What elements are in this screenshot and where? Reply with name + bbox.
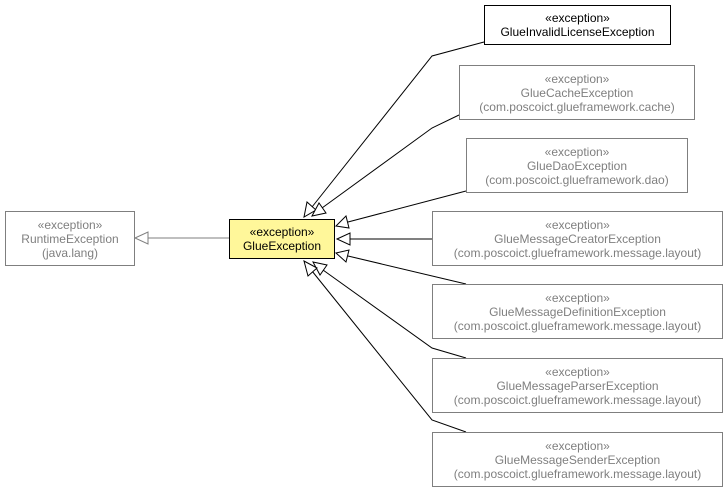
stereotype-label: «exception»	[545, 438, 610, 453]
node-glueexception[interactable]: «exception» GlueException	[229, 219, 335, 259]
stereotype-label: «exception»	[37, 217, 103, 232]
package-name: (com.poscoict.glueframework.message.layo…	[453, 392, 702, 407]
node-gluemessagedefinitionexception[interactable]: «exception» GlueMessageDefinitionExcepti…	[432, 284, 723, 339]
stereotype-label: «exception»	[545, 364, 610, 379]
edge-cache-glueexception	[311, 114, 460, 217]
package-name: (java.lang)	[41, 245, 99, 260]
edge-dao-glueexception	[334, 190, 467, 229]
node-glueinvalidlicenseexception[interactable]: «exception» GlueInvalidLicenseException	[484, 5, 671, 45]
edge-sender-glueexception	[303, 260, 467, 433]
stereotype-label: «exception»	[544, 144, 610, 159]
edge-invalidlicense-glueexception	[303, 41, 485, 218]
node-gluemessageparserexception[interactable]: «exception» GlueMessageParserException (…	[432, 358, 723, 413]
class-name: GlueMessageSenderException	[494, 452, 661, 467]
node-gluedaoexception[interactable]: «exception» GlueDaoException (com.poscoi…	[466, 138, 688, 193]
class-name: GlueMessageParserException	[496, 378, 659, 393]
package-name: (com.poscoict.glueframework.message.layo…	[453, 466, 702, 481]
package-name: (com.poscoict.glueframework.cache)	[479, 99, 675, 114]
stereotype-label: «exception»	[545, 290, 610, 305]
package-name: (com.poscoict.glueframework.dao)	[485, 172, 669, 187]
class-name: GlueInvalidLicenseException	[500, 25, 655, 39]
package-name: (com.poscoict.glueframework.message.layo…	[453, 245, 702, 260]
node-runtimeexception[interactable]: «exception» RuntimeException (java.lang)	[5, 211, 135, 266]
stereotype-label: «exception»	[249, 225, 315, 239]
node-gluemessagecreatorexception[interactable]: «exception» GlueMessageCreatorException …	[432, 211, 723, 266]
edge-creator-glueexception	[335, 232, 432, 246]
class-name: GlueCacheException	[520, 85, 634, 100]
node-gluecacheexception[interactable]: «exception» GlueCacheException (com.posc…	[459, 65, 695, 120]
package-name: (com.poscoict.glueframework.message.layo…	[453, 318, 702, 333]
class-name: GlueMessageCreatorException	[494, 231, 661, 246]
node-gluemessagesenderexception[interactable]: «exception» GlueMessageSenderException (…	[432, 432, 723, 487]
edge-definition-glueexception	[334, 249, 467, 285]
stereotype-label: «exception»	[545, 11, 610, 25]
stereotype-label: «exception»	[545, 217, 610, 232]
stereotype-label: «exception»	[544, 71, 610, 86]
class-name: GlueMessageDefinitionException	[489, 304, 666, 319]
edge-glueexception-runtimeexception	[133, 231, 229, 245]
class-name: GlueException	[242, 239, 322, 253]
class-name: GlueDaoException	[526, 158, 628, 173]
class-name: RuntimeException	[21, 231, 119, 246]
